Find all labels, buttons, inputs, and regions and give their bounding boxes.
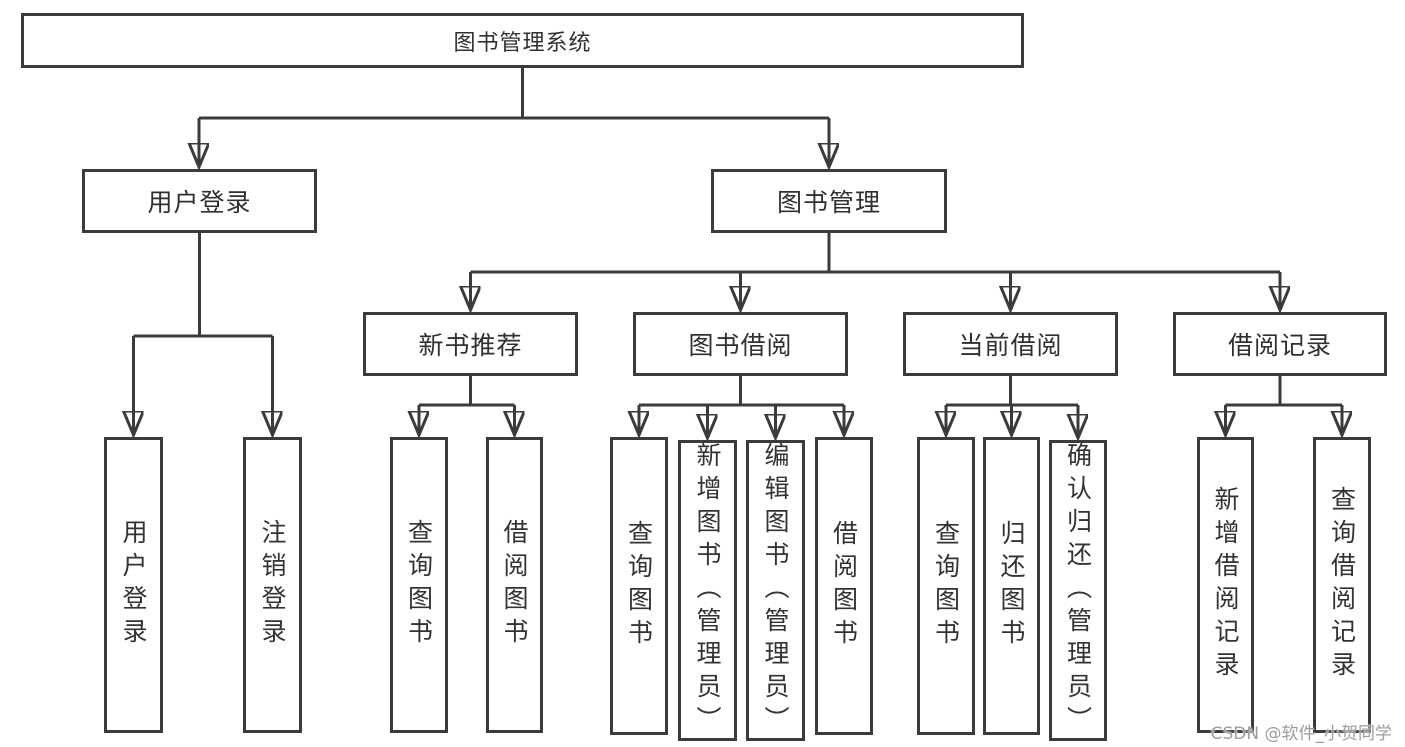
leaf-query-books-1: 查询图书 [390,437,448,733]
leaf-confirm-return-admin-label: 确认归还（管理员） [1063,442,1093,739]
node-new-book-recommend-label: 新书推荐 [418,331,523,360]
node-book-borrowing: 图书借阅 [633,312,848,376]
leaf-query-books-3-label: 查询图书 [931,520,961,652]
leaf-edit-book-admin: 编辑图书（管理员） [746,440,805,741]
connector-book-management-children [471,233,1281,310]
node-root: 图书管理系统 [21,13,1024,68]
node-root-label: 图书管理系统 [453,30,592,56]
leaf-add-borrow-record: 新增借阅记录 [1197,437,1254,733]
node-borrowing-records-label: 借阅记录 [1227,331,1332,360]
leaf-logout: 注销登录 [243,437,302,733]
leaf-query-books-1-label: 查询图书 [404,519,434,651]
node-current-borrowing-label: 当前借阅 [958,331,1063,360]
leaf-logout-label: 注销登录 [258,519,287,651]
connector-current-borrowing-children [946,376,1078,438]
leaf-borrow-books-1: 借阅图书 [486,437,543,733]
leaf-query-books-2: 查询图书 [610,437,668,735]
leaf-borrow-books-2-label: 借阅图书 [829,520,859,652]
leaf-add-book-admin: 新增图书（管理员） [678,440,737,741]
leaf-edit-book-admin-label: 编辑图书（管理员） [761,442,790,739]
node-book-management: 图书管理 [711,169,947,233]
node-user-login: 用户登录 [82,169,317,233]
leaf-query-books-3: 查询图书 [917,437,975,735]
leaf-return-books-label: 归还图书 [997,520,1026,652]
leaf-borrow-books-2: 借阅图书 [815,437,873,735]
node-user-login-label: 用户登录 [147,188,252,217]
node-new-book-recommend: 新书推荐 [363,312,578,376]
node-current-borrowing: 当前借阅 [903,312,1118,376]
connector-user-login-children [134,233,273,435]
leaf-user-login-label: 用户登录 [119,519,148,651]
leaf-return-books: 归还图书 [983,437,1040,735]
leaf-user-login: 用户登录 [104,437,163,733]
watermark: CSDN @软件_小贺同学 [1210,724,1392,744]
leaf-query-books-2-label: 查询图书 [624,520,654,652]
leaf-add-book-admin-label: 新增图书（管理员） [693,442,722,739]
leaf-query-borrow-record-label: 查询借阅记录 [1327,486,1357,684]
connector-new-book-children [419,376,515,435]
leaf-confirm-return-admin: 确认归还（管理员） [1049,440,1107,741]
node-borrowing-records: 借阅记录 [1173,312,1387,376]
node-book-management-label: 图书管理 [776,188,881,217]
connector-root-to-level2 [199,68,829,167]
leaf-query-borrow-record: 查询借阅记录 [1313,437,1371,733]
leaf-add-borrow-record-label: 新增借阅记录 [1211,486,1240,684]
leaf-borrow-books-1-label: 借阅图书 [500,519,529,651]
connector-borrowing-records-children [1226,376,1343,435]
node-book-borrowing-label: 图书借阅 [688,331,793,360]
connector-book-borrowing-children [639,376,844,438]
